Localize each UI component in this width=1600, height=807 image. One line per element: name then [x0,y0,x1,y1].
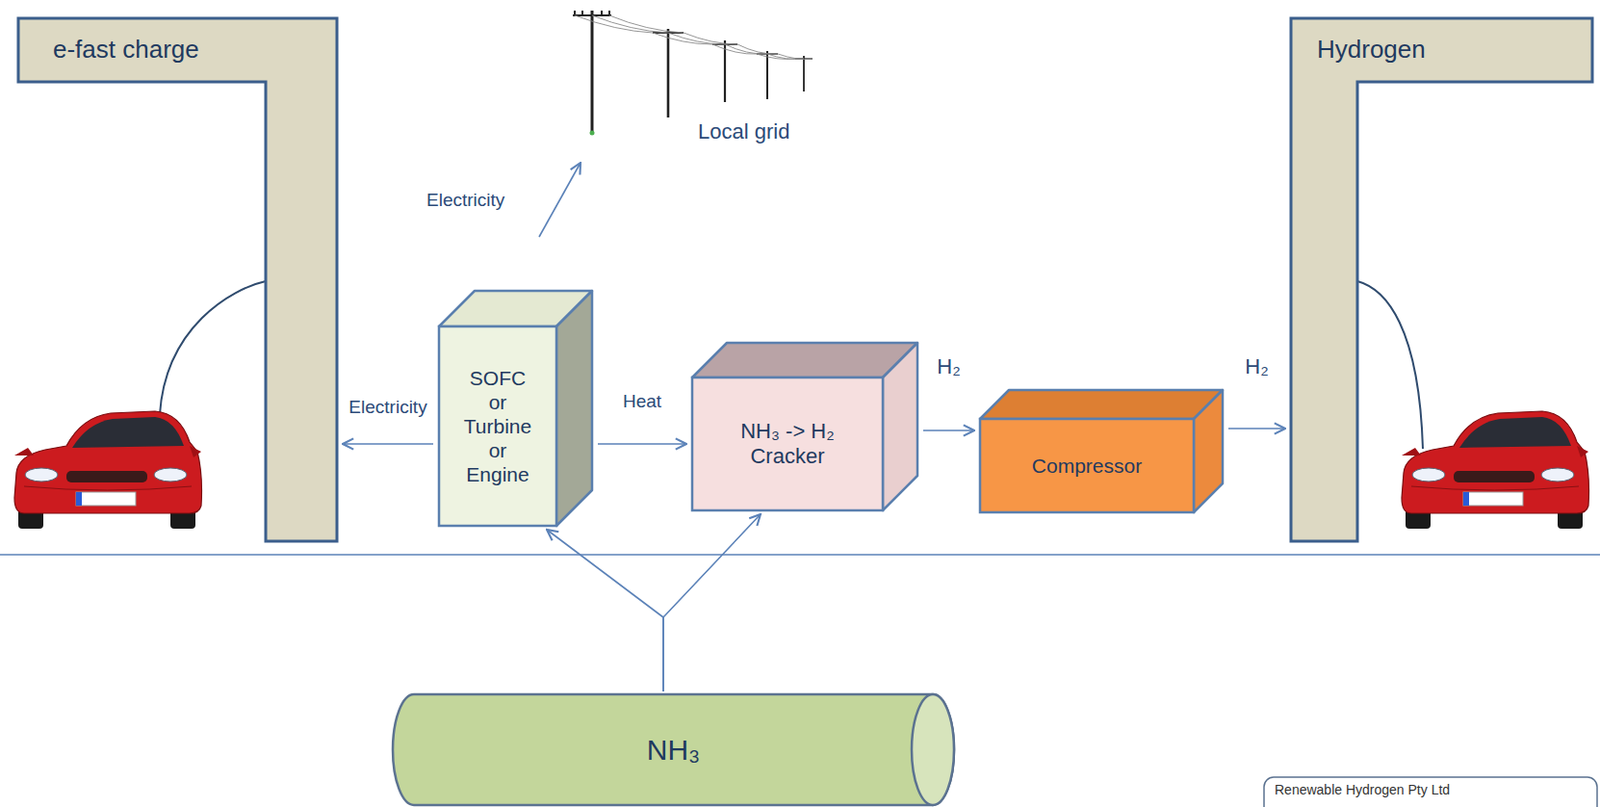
shape-outline [1290,18,1593,542]
grid-arrow [539,162,581,237]
car-body [14,411,203,514]
wire [737,44,778,54]
box-label: SOFC or Turbine or Engine [464,365,532,488]
generator-box: SOFC or Turbine or Engine [438,290,593,526]
grille [66,470,148,483]
grille [1453,470,1535,483]
tank-body [392,694,955,805]
station-title: e-fast charge [52,34,200,65]
flow-arrow [546,529,664,692]
shape-outline [438,290,593,526]
car [14,411,203,529]
hydrogen-station: Hydrogen [1290,18,1593,542]
wire [777,53,813,59]
wire [683,32,738,45]
front-face: NH₃ -> H₂ Cracker [692,377,883,511]
ground-line [0,553,1600,556]
flow-arrow [923,429,975,432]
shape-outline [980,389,1223,513]
headlight [1541,467,1575,482]
mirror [14,447,34,456]
box-front [692,377,883,511]
plate-strip [76,491,82,506]
power-poles [572,10,813,133]
insulator [573,10,576,16]
headlight [1412,467,1446,482]
station-title: Hydrogen [1316,34,1426,65]
bumper-line [24,486,192,491]
box-front [980,418,1194,513]
tank-label: NH₃ [646,732,701,768]
mirror [1576,445,1589,458]
charging-station: e-fast charge [18,18,337,542]
number-plate [76,491,136,506]
pole [667,28,671,118]
wire [574,15,653,33]
box-top [980,389,1223,419]
charge-cable [159,281,266,414]
flow-label: Electricity [423,189,508,212]
box-side [882,342,918,511]
number-plate [1463,491,1523,506]
mirror [1401,447,1421,456]
pole-base [590,130,595,136]
windshield [1459,416,1572,448]
edge-label: Heat [619,390,665,413]
power-wires [574,15,813,59]
compressor-box: Compressor [980,389,1223,513]
edge-label: Electricity [345,396,430,419]
station-outline [18,18,337,542]
box-top [692,342,918,378]
car [1401,411,1590,529]
edge-label: H₂ [1241,354,1271,380]
cracker-box: NH₃ -> H₂ Cracker [692,342,918,511]
box-side [1193,389,1223,513]
car-body [1401,411,1590,514]
box-front [438,326,557,526]
insulator [581,10,584,16]
mirror [189,445,202,458]
flow-arrow [342,442,434,445]
fuel-hose [1357,281,1423,449]
ammonia-tank: NH₃ [392,694,955,805]
pole [591,10,594,133]
crossbar [572,14,612,17]
flow-arrow [1228,427,1286,430]
edge-label: H₂ [933,354,963,380]
wire [592,15,669,33]
bumper-line [1411,486,1579,491]
grid-label: Local grid [695,119,793,145]
front-face: SOFC or Turbine or Engine [438,326,557,526]
wire [609,15,684,33]
tank-end [911,694,955,805]
pole [766,51,769,100]
box-label: Compressor [1032,453,1142,478]
box-side [556,290,593,526]
front-face: Compressor [980,418,1194,513]
company-tag: Renewable Hydrogen Pty Ltd [1263,775,1599,807]
insulator [608,10,611,16]
tag-outline [1264,776,1598,807]
plate-strip [1463,491,1470,506]
box-label: NH₃ -> H₂ Cracker [715,418,860,470]
headlight [25,467,58,482]
company-name: Renewable Hydrogen Pty Ltd [1274,781,1450,799]
insulator [600,10,603,16]
station-outline [1290,18,1593,542]
headlight [154,467,187,482]
windshield [72,416,184,448]
shape-outline [18,18,337,542]
flow-arrow [663,514,761,692]
pole [802,55,805,92]
flow-arrow [597,442,687,445]
